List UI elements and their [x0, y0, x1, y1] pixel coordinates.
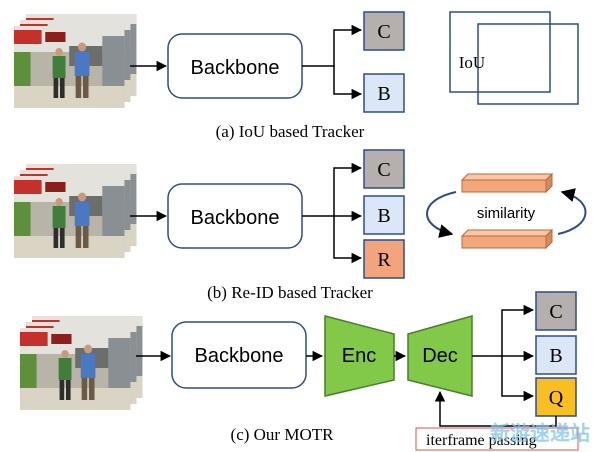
- arrow-to-r-b: [333, 216, 363, 264]
- query-label-c: Q: [549, 387, 564, 409]
- panel-a: Backbone C B IoU (a) IoU based Tracker: [14, 11, 579, 141]
- similarity-arrow-right: [557, 188, 587, 235]
- feature-bar-bottom: [460, 228, 554, 250]
- backbone-label-c: Backbone: [195, 345, 284, 367]
- arrow-to-q-c: [501, 356, 535, 402]
- class-box-a: [363, 11, 405, 51]
- box-box-c: [535, 335, 577, 375]
- iterframe-label-box: [415, 427, 579, 451]
- arrow-to-b-a: [333, 66, 363, 100]
- box-label-b: B: [377, 205, 390, 227]
- panel-c: Backbone Enc Dec C B Q iterframe passing…: [20, 291, 579, 451]
- encoder-label: Enc: [342, 345, 376, 367]
- decoder-block: [407, 315, 473, 397]
- class-box-c: [535, 291, 577, 331]
- arrow-to-c-a: [302, 24, 363, 67]
- class-box-b: [363, 149, 405, 189]
- input-frames-a: [14, 14, 137, 108]
- watermark: 新游速递站: [490, 421, 590, 445]
- box-box-b: [363, 195, 405, 235]
- similarity-label: similarity: [477, 205, 536, 222]
- iou-box-1: [449, 11, 551, 93]
- decoder-label: Dec: [422, 345, 458, 367]
- backbone-label-b: Backbone: [191, 207, 280, 229]
- iou-label: IoU: [459, 53, 485, 72]
- reid-label-b: R: [377, 249, 391, 271]
- reid-box-b: [363, 239, 405, 279]
- class-label-c: C: [549, 301, 562, 323]
- box-box-a: [363, 73, 405, 113]
- caption-a: (a) IoU based Tracker: [216, 122, 365, 141]
- box-label-c: B: [549, 345, 562, 367]
- iou-box-2: [477, 23, 579, 105]
- query-box-c: [535, 377, 577, 417]
- similarity-arrow-left: [426, 191, 457, 238]
- feature-bar-top: [460, 172, 554, 194]
- box-label-a: B: [377, 83, 390, 105]
- iterframe-arrow: [434, 390, 557, 427]
- panel-b: Backbone C B R similarity (b) Re-ID base…: [14, 149, 587, 302]
- encoder-block: [324, 315, 395, 397]
- caption-b: (b) Re-ID based Tracker: [207, 283, 373, 302]
- arrow-to-c-b: [302, 162, 363, 217]
- iterframe-label: iterframe passing: [426, 432, 537, 449]
- arrow-to-c-c: [472, 304, 535, 357]
- backbone-box-c: [171, 321, 307, 389]
- class-label-b: C: [377, 159, 390, 181]
- caption-c: (c) Our MOTR: [231, 425, 335, 444]
- input-frames-b: [14, 164, 137, 258]
- class-label-a: C: [377, 21, 390, 43]
- backbone-label-a: Backbone: [191, 57, 280, 79]
- input-frames-c: [20, 316, 143, 410]
